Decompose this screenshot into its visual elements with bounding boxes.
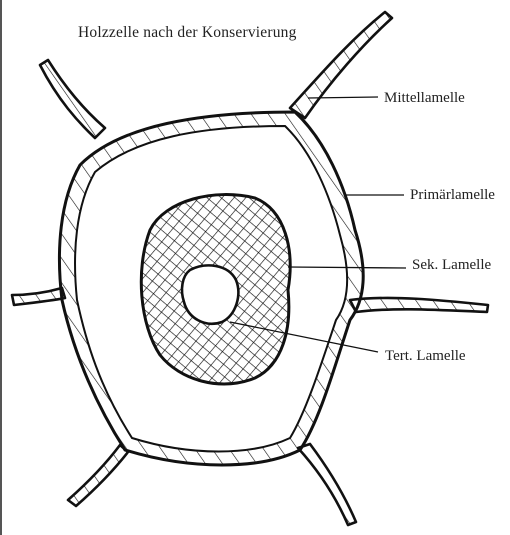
cell-lumen xyxy=(182,265,238,323)
label-secondary-lamella: Sek. Lamelle xyxy=(412,258,491,273)
secondary-lamella-region xyxy=(141,195,290,384)
label-primary-lamella: Primärlamelle xyxy=(410,188,495,203)
diagram-title: Holzzelle nach der Konservierung xyxy=(78,25,297,41)
label-tertiary-lamella: Tert. Lamelle xyxy=(385,349,466,364)
label-middle-lamella: Mittellamelle xyxy=(384,91,465,106)
